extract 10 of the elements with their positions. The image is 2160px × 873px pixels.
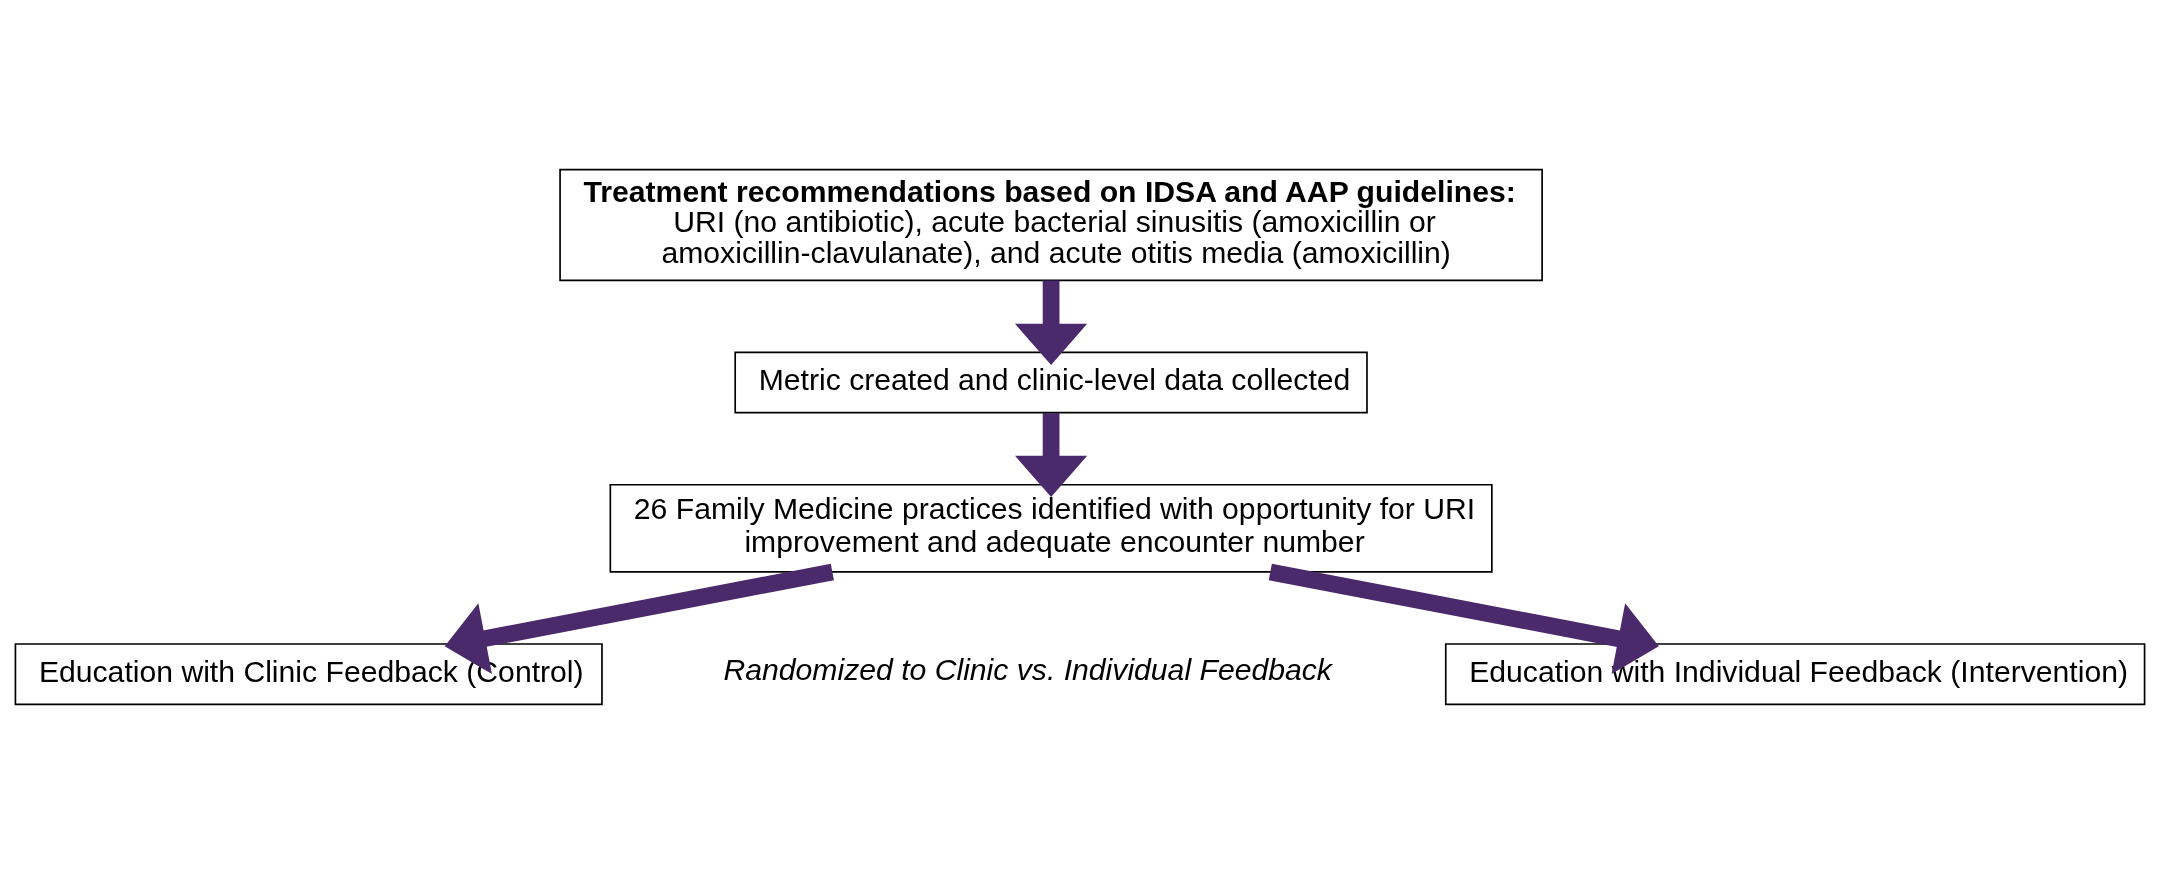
- node-box: Education with Clinic Feedback (Control): [14, 642, 603, 705]
- arrow: [1015, 280, 1088, 365]
- node-box: Treatment recommendations based on IDSA and AAP guidelines: URI (no antibiotic), acute bacterial sinusitis (amoxicillin or amoxicillin-clavulanate), and acute otitis media (amoxicillin): [559, 168, 1543, 281]
- arrow: [444, 563, 834, 674]
- arrow: [1268, 563, 1659, 674]
- arrow: [1015, 412, 1088, 497]
- node-box: Education with Individual Feedback (Intervention): [1444, 642, 2146, 705]
- node-box: 26 Family Medicine practices identified with opportunity for URI improvement and adequate encounter number: [609, 483, 1493, 573]
- node-box: Metric created and clinic-level data collected: [734, 351, 1368, 414]
- label: Randomized to Clinic vs. Individual Feedback: [723, 652, 1332, 686]
